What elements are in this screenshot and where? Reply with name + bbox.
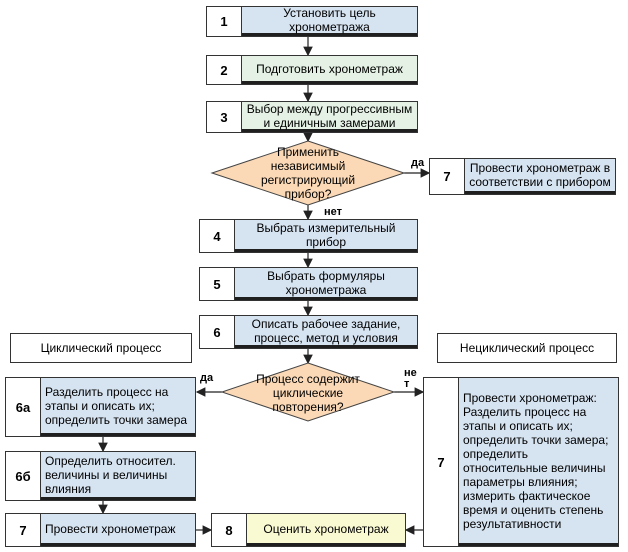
decision-2-yes-label: да	[200, 372, 214, 384]
step-6b-box: 6б Определить относител. величины и вели…	[5, 451, 196, 501]
cyclic-header: Циклический процесс	[10, 333, 192, 363]
device-measurement-box: 7 Провести хронометраж в соответствии с …	[429, 158, 616, 195]
step-number: 8	[212, 514, 247, 546]
step-6-box: 6 Описать рабочее задание, процесс, мето…	[199, 315, 418, 349]
step-number: 2	[207, 56, 242, 84]
step-text: Подготовить хронометраж	[242, 56, 417, 84]
step-6a-box: 6а Разделить процесс на этапы и описать …	[5, 377, 196, 437]
step-3-box: 3 Выбор между прогрессивным и единичным …	[206, 101, 418, 133]
decision-diamond-2	[220, 362, 396, 422]
noncyclic-header: Нециклический процесс	[437, 333, 617, 363]
step-text: Разделить процесс на этапы и описать их;…	[41, 378, 195, 436]
step-number: 3	[207, 102, 242, 132]
step-text: Описать рабочее задание, процесс, метод …	[235, 316, 417, 348]
decision-2-text: Процесс содержит циклические повторения?	[256, 372, 360, 414]
step-text: Выбрать формуляры хронометража	[235, 268, 417, 300]
step-number: 7	[6, 514, 41, 546]
step-8-box: 8 Оценить хронометраж	[211, 513, 406, 547]
decision-diamond-1	[210, 140, 406, 206]
decision-1-no-label: нет	[324, 206, 343, 218]
step-5-box: 5 Выбрать формуляры хронометража	[199, 267, 418, 301]
noncyclic-measure-box: 7 Провести хронометраж: Разделить процес…	[423, 377, 619, 547]
step-number: 6	[200, 316, 235, 348]
step-text: Провести хронометраж в соответствии с пр…	[465, 159, 615, 194]
step-2-box: 2 Подготовить хронометраж	[206, 55, 418, 85]
decision-1-text: Применить независимый регистрирующий при…	[260, 145, 356, 201]
step-number: 4	[200, 220, 235, 252]
step-1-box: 1 Установить цель хронометража	[206, 6, 418, 37]
step-text: Оценить хронометраж	[247, 514, 405, 546]
step-number: 7	[430, 159, 465, 194]
step-number: 5	[200, 268, 235, 300]
decision-2-no-label: не т	[404, 367, 417, 390]
step-text: Выбрать измерительный прибор	[235, 220, 417, 252]
cyclic-measure-box: 7 Провести хронометраж	[5, 513, 196, 547]
step-number: 6а	[6, 378, 41, 436]
step-number: 7	[424, 378, 459, 546]
step-text: Определить относител. величины и величин…	[41, 452, 195, 500]
step-text: Выбор между прогрессивным и единичным за…	[242, 102, 417, 132]
step-text: Провести хронометраж: Разделить процесс …	[459, 378, 618, 546]
step-4-box: 4 Выбрать измерительный прибор	[199, 219, 418, 253]
step-number: 6б	[6, 452, 41, 500]
step-text: Установить цель хронометража	[242, 6, 417, 36]
step-text: Провести хронометраж	[41, 514, 195, 546]
step-number: 1	[207, 7, 242, 36]
decision-1-yes-label: да	[411, 157, 425, 169]
